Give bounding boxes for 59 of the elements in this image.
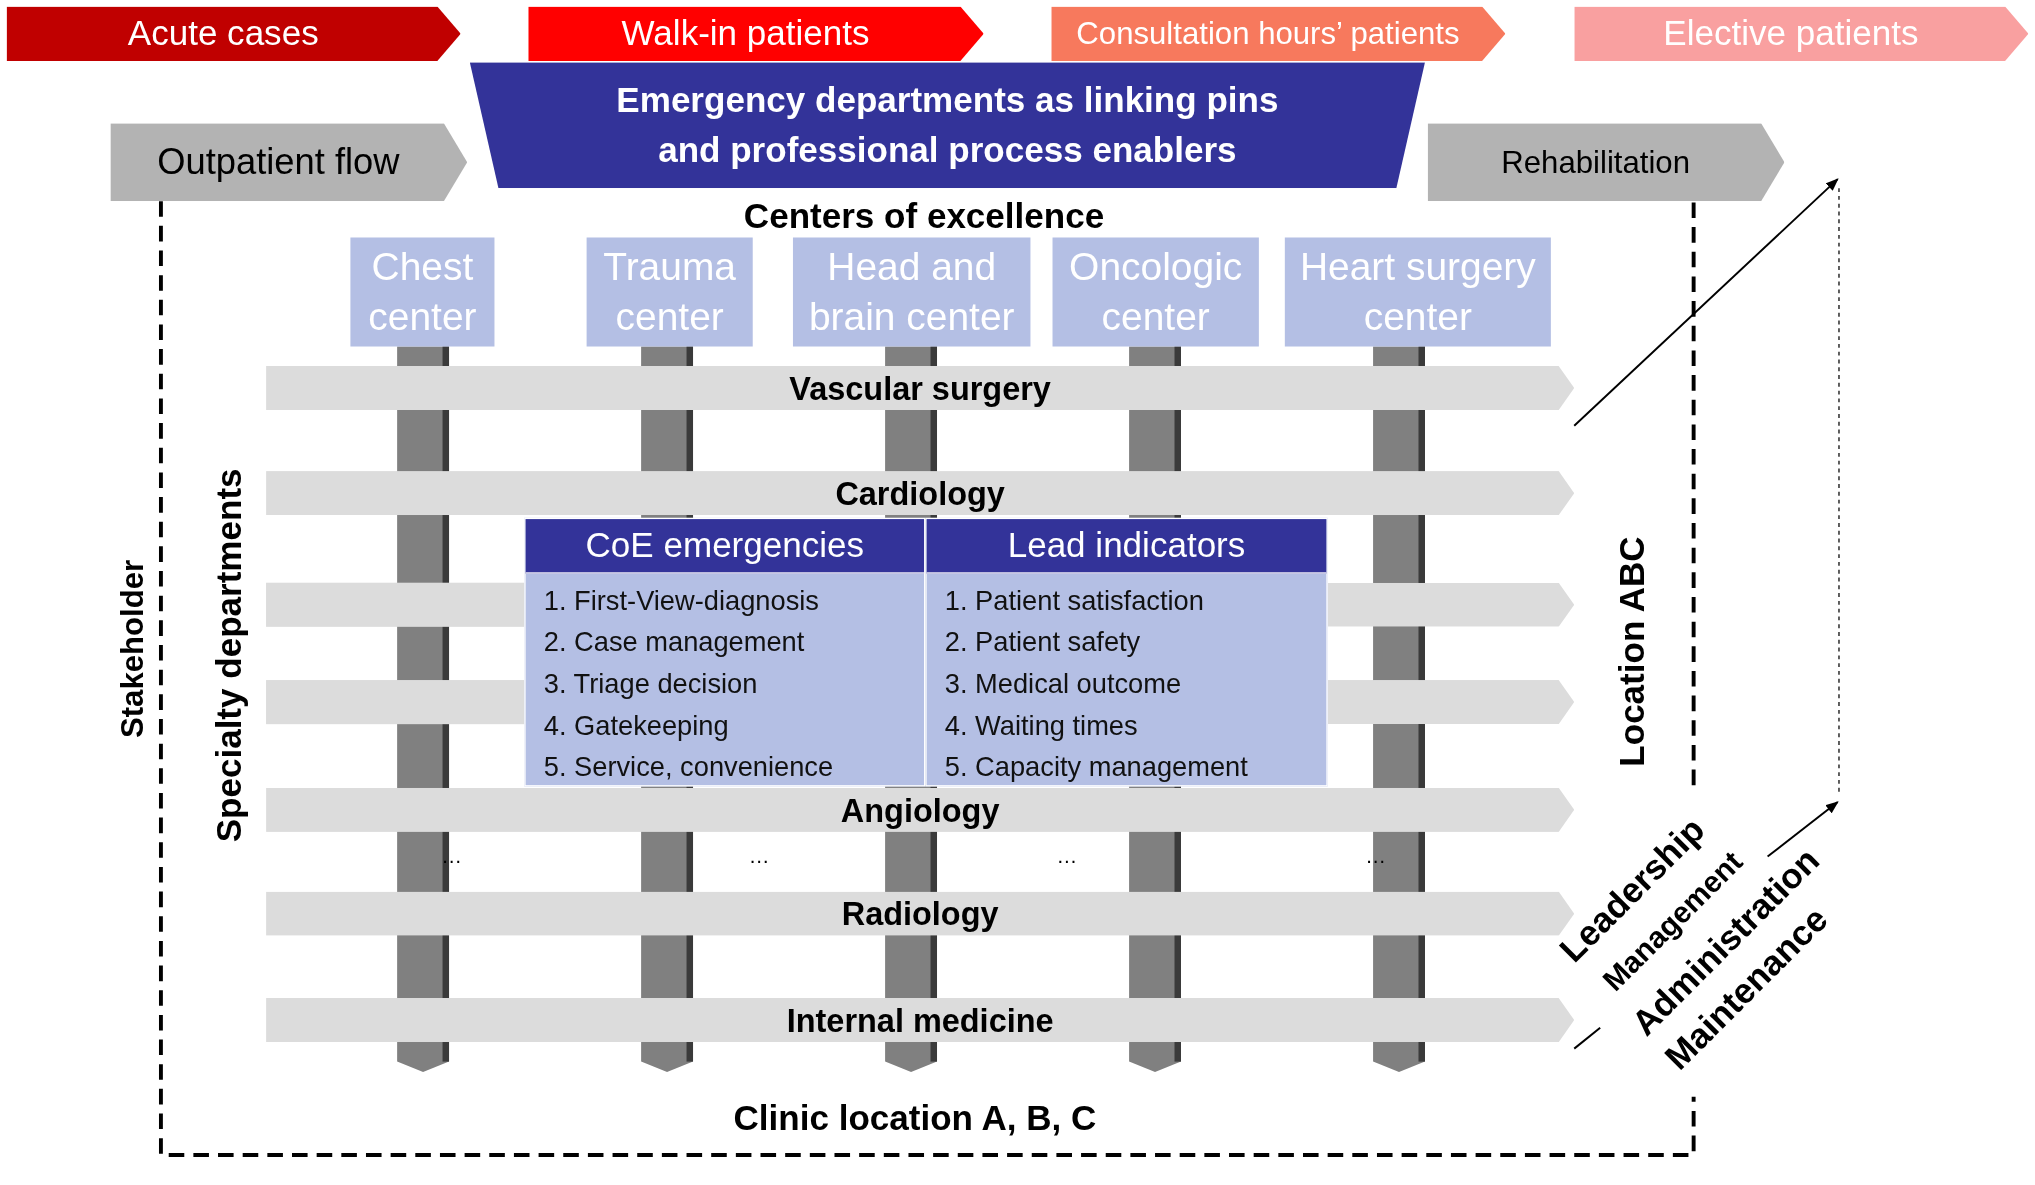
band-segment	[266, 680, 525, 725]
chevron-label: Rehabilitation	[1501, 144, 1690, 181]
ellipsis: …	[1365, 844, 1387, 869]
axis-label: Specialty departments	[209, 468, 250, 843]
band-label: Angiology	[840, 790, 1000, 831]
band-segment	[1327, 582, 1575, 627]
section-label: Clinic location A, B, C	[733, 1098, 1097, 1139]
list-item: 5. Capacity management	[944, 750, 1249, 784]
ellipsis: …	[441, 844, 462, 869]
center-label: Chest center	[367, 244, 478, 340]
banner-title: Emergency departments as linking pins and professional process enablers	[615, 78, 1280, 172]
table-header: Lead indicators	[926, 519, 1327, 574]
center-label: Trauma center	[602, 244, 737, 340]
list-item: 4. Gatekeeping	[543, 708, 730, 743]
header-ribbon	[1051, 6, 1506, 61]
axis-label: Location ABC	[1612, 536, 1653, 767]
section-label: Centers of excellence	[743, 196, 1105, 237]
center-label: Heart surgery center	[1298, 244, 1537, 340]
band-label: Cardiology	[835, 474, 1005, 514]
band-label: Vascular surgery	[789, 368, 1051, 409]
header-ribbon	[1427, 123, 1785, 202]
ellipsis: …	[1056, 844, 1078, 869]
header-ribbon	[110, 123, 468, 202]
department-band	[266, 471, 1575, 516]
header-ribbon	[528, 6, 984, 61]
list-item: 2. Patient safety	[944, 625, 1142, 659]
header-ribbon	[1574, 6, 2029, 61]
list-item: 4. Waiting times	[944, 708, 1139, 743]
department-band	[266, 998, 1575, 1043]
table-column	[524, 517, 926, 787]
list-item: 1. First-View-diagnosis	[543, 584, 820, 618]
list-item: 2. Case management	[543, 625, 806, 659]
chevron-label: Consultation hours’ patients	[1076, 15, 1460, 52]
chevron-label: Walk-in patients	[621, 13, 870, 54]
band-segment	[1327, 680, 1575, 725]
band-label: Internal medicine	[786, 1000, 1054, 1041]
center-box	[792, 237, 1031, 347]
center-box	[350, 237, 495, 347]
axis-label: Stakeholder	[114, 559, 151, 739]
center-box	[1284, 237, 1551, 347]
table-header: CoE emergencies	[525, 519, 925, 574]
ellipsis: …	[748, 844, 770, 869]
chevron-label: Outpatient flow	[157, 141, 400, 183]
chevron-label: Acute cases	[127, 13, 319, 54]
center-box	[1052, 237, 1259, 347]
list-item: 1. Patient satisfaction	[944, 584, 1205, 618]
center-label: Oncologic center	[1068, 244, 1244, 340]
table-column	[925, 517, 1328, 787]
center-box	[586, 237, 753, 347]
header-ribbon	[6, 6, 461, 61]
band-segment	[266, 582, 525, 627]
list-item: 3. Triage decision	[543, 667, 759, 701]
list-item: 3. Medical outcome	[944, 667, 1183, 701]
department-band	[266, 366, 1575, 411]
center-label: Head and brain center	[807, 244, 1016, 340]
banner-trapezoid	[469, 62, 1425, 189]
list-item: 5. Service, convenience	[543, 750, 835, 784]
chevron-label: Elective patients	[1663, 13, 1919, 54]
band-label: Radiology	[841, 894, 999, 934]
